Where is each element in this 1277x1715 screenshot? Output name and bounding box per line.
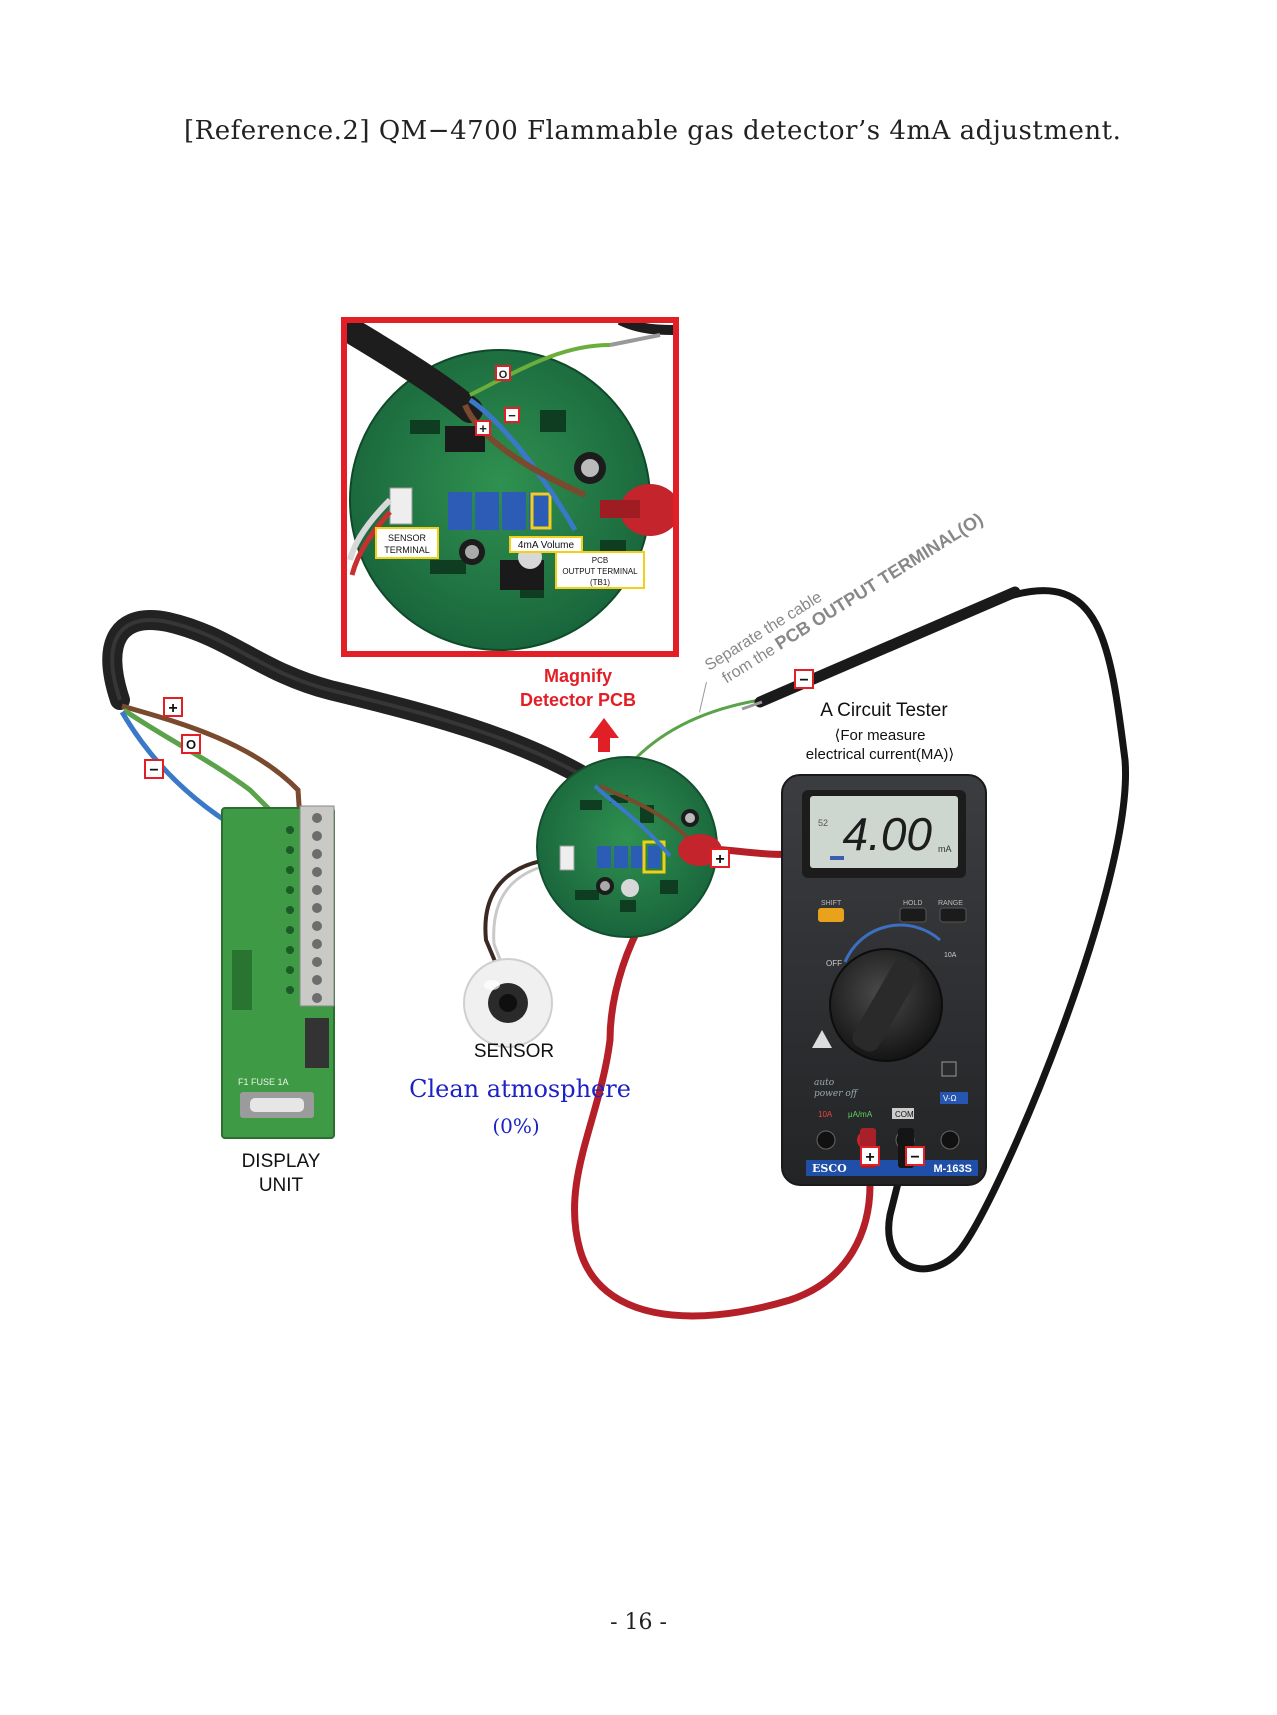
- page-number: - 16 -: [610, 1610, 667, 1635]
- jack-minus-sign: −: [910, 1149, 919, 1166]
- range-button[interactable]: [939, 907, 967, 923]
- svg-text:V-Ω: V-Ω: [943, 1094, 957, 1103]
- sensor-label: SENSOR: [474, 1041, 554, 1062]
- display-unit-label-2: UNIT: [259, 1175, 304, 1196]
- display-unit-label-1: DISPLAY: [242, 1151, 321, 1172]
- meter-brand: ESCO: [812, 1162, 847, 1175]
- lcd-unit: mA: [938, 844, 952, 854]
- pcb-probe-plus: +: [715, 851, 724, 868]
- pcb-output-label-2: OUTPUT TERMINAL: [562, 567, 638, 576]
- separate-note-bold: PCB OUTPUT TERMINAL(O): [771, 509, 986, 654]
- pcb-output-label-1: PCB: [592, 556, 608, 565]
- pcb-output-label-3: (TB1): [590, 578, 610, 587]
- svg-text:10A: 10A: [818, 1110, 833, 1119]
- jack-v[interactable]: [940, 1130, 960, 1150]
- clean-atmosphere-percent: (0%): [492, 1114, 539, 1138]
- fuse-label: F1 FUSE 1A: [238, 1077, 289, 1087]
- sensor-terminal-label-2: TERMINAL: [384, 545, 430, 555]
- inset-terminal-plus: +: [479, 421, 487, 436]
- svg-text:52: 52: [818, 818, 828, 828]
- shift-button[interactable]: [818, 908, 844, 922]
- sensor-terminal-label-1: SENSOR: [388, 533, 427, 543]
- tester-sub-2: electrical current(MA)⟩: [806, 746, 954, 763]
- tester-title: A Circuit Tester: [820, 700, 948, 721]
- black-probe-lead: [885, 587, 1130, 1273]
- page-title: [Reference.2] QM−4700 Flammable gas dete…: [184, 116, 1122, 146]
- red-probe-lead: [570, 844, 874, 1320]
- magnify-label-1: Magnify: [544, 666, 612, 686]
- cable-terminal-plus: +: [168, 700, 177, 717]
- svg-text:power off: power off: [814, 1089, 859, 1099]
- jack-10a[interactable]: [816, 1130, 836, 1150]
- separate-cable-note: Separate the cable from the PCB OUTPUT T…: [698, 509, 986, 713]
- jack-plus-sign: +: [865, 1149, 874, 1166]
- svg-text:RANGE: RANGE: [938, 900, 963, 907]
- hold-button[interactable]: [899, 907, 927, 923]
- multimeter: 52 4.00 mA SHIFT HOLD RANGE OFF 10A auto…: [781, 774, 987, 1186]
- svg-text:HOLD: HOLD: [903, 900, 922, 907]
- tester-sub-1: ⟨For measure: [835, 727, 926, 744]
- svg-text:COM: COM: [895, 1110, 914, 1119]
- magnify-label-2: Detector PCB: [520, 690, 636, 710]
- inset-terminal-minus: −: [508, 408, 516, 423]
- display-unit-board: F1 FUSE 1A: [221, 805, 335, 1139]
- black-probe-minus: −: [799, 672, 808, 689]
- gas-sensor: [463, 958, 553, 1048]
- svg-text:auto: auto: [814, 1078, 835, 1088]
- magnify-arrow-icon: [589, 718, 619, 752]
- svg-text:SHIFT: SHIFT: [821, 900, 842, 907]
- brown-wire: [121, 703, 303, 821]
- meter-model: M-163S: [933, 1163, 972, 1175]
- svg-text:10A: 10A: [944, 952, 957, 959]
- svg-text:OFF: OFF: [826, 959, 842, 968]
- cable-terminal-minus: −: [149, 762, 158, 779]
- detector-pcb: [536, 756, 722, 938]
- cable-terminal-o: O: [186, 737, 196, 752]
- clean-atmosphere-label: Clean atmosphere: [409, 1075, 631, 1103]
- magnified-pcb-inset: O + − SENSOR TERMINAL 4mA Volume PCB OUT…: [341, 317, 679, 657]
- inset-terminal-o: O: [499, 369, 508, 381]
- svg-text:μA/mA: μA/mA: [848, 1110, 873, 1119]
- volume-label: 4mA Volume: [518, 540, 575, 551]
- lcd-reading: 4.00: [842, 808, 932, 860]
